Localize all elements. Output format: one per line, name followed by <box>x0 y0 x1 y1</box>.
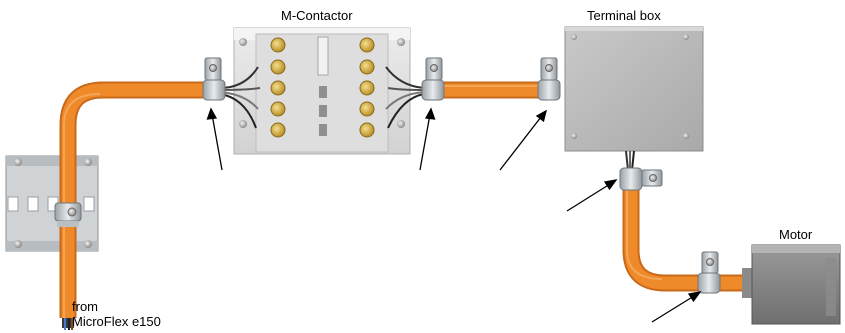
shield-clamp-icon <box>537 57 561 101</box>
brass-screw-icon <box>270 122 286 138</box>
phillips-screw-icon <box>84 158 92 166</box>
brass-screw-icon <box>270 37 286 53</box>
terminal-box <box>564 26 704 152</box>
wires-out-of-terminal <box>625 150 635 171</box>
phillips-screw-icon <box>239 38 247 46</box>
terminal-column-right <box>359 37 375 138</box>
phillips-screw-icon <box>84 240 92 248</box>
brass-screw-icon <box>359 122 375 138</box>
shield-clamp-icon <box>202 57 226 101</box>
phillips-screw-icon <box>571 133 577 139</box>
motor <box>742 244 841 325</box>
din-rail <box>5 155 99 252</box>
m-contactor <box>233 27 411 155</box>
arrow-contactor-right <box>419 107 436 171</box>
phillips-screw-icon <box>14 158 22 166</box>
wires-out-of-contactor <box>385 66 425 129</box>
brass-screw-icon <box>359 59 375 75</box>
terminal-column-left <box>270 37 286 138</box>
phillips-screw-icon <box>683 34 689 40</box>
shield-clamp-icon <box>54 202 82 227</box>
source-label-line2: MicroFlex e150 <box>72 314 161 329</box>
arrow-terminal-exit <box>566 179 618 212</box>
shield-clamp-icon <box>421 57 445 101</box>
phillips-screw-icon <box>14 240 22 248</box>
brass-screw-icon <box>270 80 286 96</box>
phillips-screw-icon <box>397 120 405 128</box>
cable-source-to-contactor <box>59 81 212 318</box>
phillips-screw-icon <box>397 38 405 46</box>
cable-end-wires <box>62 318 74 330</box>
arrow-terminal-entry <box>499 109 547 171</box>
shield-clamp-icon <box>619 167 663 191</box>
brass-screw-icon <box>359 101 375 117</box>
arrow-motor-entry <box>651 291 702 323</box>
source-label: from MicroFlex e150 <box>72 299 161 329</box>
brass-screw-icon <box>270 101 286 117</box>
phillips-screw-icon <box>239 120 247 128</box>
brass-screw-icon <box>270 59 286 75</box>
source-label-line1: from <box>72 299 98 314</box>
arrows <box>206 107 702 323</box>
terminal-box-label: Terminal box <box>587 8 661 23</box>
brass-screw-icon <box>359 37 375 53</box>
motor-label: Motor <box>779 227 813 242</box>
brass-screw-icon <box>359 80 375 96</box>
arrow-contactor-left <box>206 107 223 171</box>
shield-clamp-icon <box>697 251 721 294</box>
phillips-screw-icon <box>683 133 689 139</box>
contactor-label: M-Contactor <box>281 8 353 23</box>
cable-terminal-to-motor <box>622 178 752 292</box>
phillips-screw-icon <box>571 34 577 40</box>
